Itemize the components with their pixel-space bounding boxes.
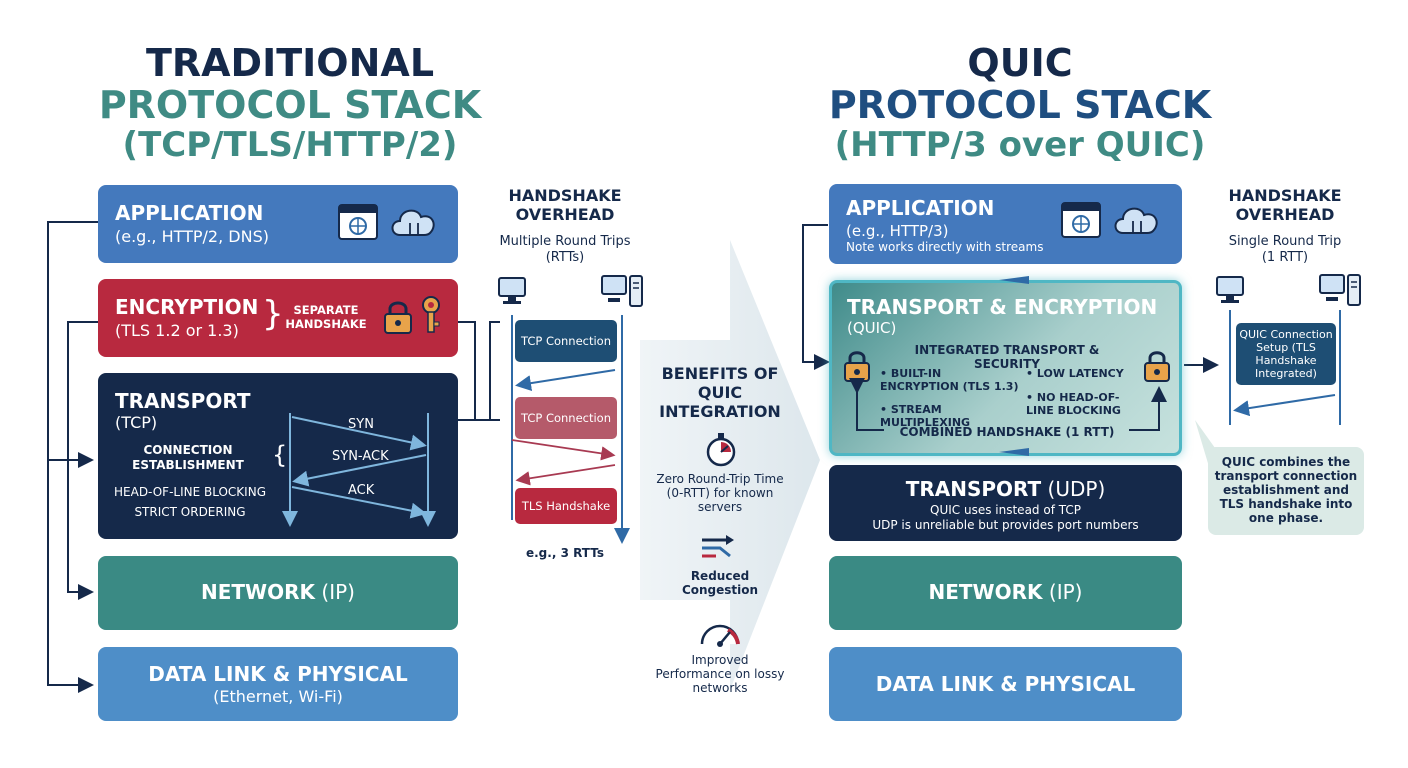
benefit-0rtt: Zero Round-Trip Time (0-RTT) for known s… bbox=[656, 472, 784, 514]
te-integrated-label: INTEGRATED TRANSPORT & SECURITY bbox=[914, 343, 1100, 371]
stopwatch-icon bbox=[706, 433, 736, 467]
left-network-layer: NETWORK (IP) bbox=[98, 556, 458, 630]
right-handshake-title: HANDSHAKE OVERHEAD bbox=[1228, 186, 1342, 224]
transport-brace-icon: { bbox=[272, 441, 288, 469]
benefits-title: BENEFITS OF QUIC INTEGRATION bbox=[659, 364, 781, 421]
right-network-layer: NETWORK (IP) bbox=[829, 556, 1182, 630]
lock-icon-right bbox=[1144, 351, 1170, 382]
right-network-title: NETWORK bbox=[928, 580, 1043, 604]
right-title-line3: (HTTP/3 over QUIC) bbox=[834, 125, 1206, 165]
lock-icon-left bbox=[844, 351, 870, 382]
left-encryption-sub: (TLS 1.2 or 1.3) bbox=[115, 321, 239, 340]
synack-label: SYN-ACK bbox=[332, 449, 389, 464]
right-datalink-layer: DATA LINK & PHYSICAL bbox=[829, 647, 1182, 721]
right-transport-line1: QUIC uses instead of TCP bbox=[930, 503, 1081, 517]
connection-establishment-label: CONNECTION ESTABLISHMENT bbox=[132, 443, 244, 472]
benefit-performance: Improved Performance on lossy networks bbox=[655, 653, 785, 695]
te-feature-latency: • LOW LATENCY bbox=[1026, 367, 1124, 380]
te-feature-multiplexing: • STREAM MULTIPLEXING bbox=[880, 403, 971, 429]
right-application-layer: APPLICATION (e.g., HTTP/3) Note works di… bbox=[829, 184, 1182, 264]
left-datalink-sub: (Ethernet, Wi-Fi) bbox=[213, 687, 343, 706]
left-title-line1: TRADITIONAL bbox=[145, 41, 435, 85]
server-computer-icon-right bbox=[1319, 274, 1361, 306]
right-network-sub: (IP) bbox=[1048, 580, 1083, 604]
central-arrow bbox=[640, 240, 820, 690]
tcp-handshake-diagram bbox=[282, 413, 436, 527]
left-encryption-title: ENCRYPTION bbox=[115, 295, 259, 319]
right-datalink-title: DATA LINK & PHYSICAL bbox=[875, 672, 1136, 696]
te-feature-encryption: • BUILT-IN ENCRYPTION (TLS 1.3) bbox=[880, 367, 1019, 393]
te-feature-hol: • NO HEAD-OF-LINE BLOCKING bbox=[1026, 391, 1121, 417]
cloud-icon bbox=[391, 209, 435, 236]
ack-label: ACK bbox=[348, 483, 375, 498]
quic-callout: QUIC combines the transport connection e… bbox=[1208, 447, 1364, 535]
separate-handshake-label: SEPARATE HANDSHAKE bbox=[285, 303, 367, 331]
left-datalink-layer: DATA LINK & PHYSICAL (Ethernet, Wi-Fi) bbox=[98, 647, 458, 721]
brace-icon: } bbox=[262, 294, 284, 334]
tls-handshake-box: TLS Handshake bbox=[515, 488, 617, 524]
speedometer-icon bbox=[700, 624, 740, 647]
right-application-sub: (e.g., HTTP/3) bbox=[846, 222, 949, 240]
left-network-title: NETWORK bbox=[201, 580, 316, 604]
lock-icon bbox=[384, 301, 412, 334]
congestion-icon bbox=[702, 535, 734, 558]
right-application-title: APPLICATION bbox=[846, 196, 995, 220]
left-network-sub: (IP) bbox=[321, 580, 355, 604]
strict-ordering-label: STRICT ORDERING bbox=[134, 505, 246, 519]
right-transport-title: TRANSPORT bbox=[905, 477, 1042, 501]
right-transport-layer: TRANSPORT (UDP) QUIC uses instead of TCP… bbox=[829, 465, 1182, 541]
client-computer-icon-right bbox=[1216, 276, 1244, 303]
browser-icon-right bbox=[1061, 202, 1101, 238]
left-application-title: APPLICATION bbox=[115, 201, 264, 225]
right-transport-sub: (UDP) bbox=[1047, 477, 1106, 501]
right-title-line1: QUIC bbox=[967, 41, 1073, 85]
quic-setup-box: QUIC Connection Setup (TLS Handshake Int… bbox=[1236, 323, 1336, 385]
syn-label: SYN bbox=[348, 417, 374, 432]
left-transport-title: TRANSPORT bbox=[115, 389, 251, 413]
te-flow-arrows bbox=[849, 276, 1167, 456]
left-handshake-title: HANDSHAKE OVERHEAD bbox=[508, 186, 622, 224]
te-sub: (QUIC) bbox=[847, 319, 897, 337]
benefit-congestion: Reduced Congestion bbox=[681, 569, 759, 597]
left-application-layer: APPLICATION (e.g., HTTP/2, DNS) bbox=[98, 185, 458, 263]
cloud-icon-right bbox=[1114, 207, 1158, 234]
left-title-line2: PROTOCOL STACK bbox=[98, 83, 482, 127]
right-transport-encryption-layer: TRANSPORT & ENCRYPTION (QUIC) INTEGRATED… bbox=[829, 276, 1182, 456]
rtt-count-label: e.g., 3 RTTs bbox=[525, 546, 604, 560]
left-datalink-title: DATA LINK & PHYSICAL bbox=[148, 662, 408, 686]
tcp-connection-box-2: TCP Connection bbox=[515, 397, 617, 439]
right-handshake-sub: Single Round Trip (1 RTT) bbox=[1228, 234, 1342, 265]
left-transport-layer: TRANSPORT (TCP) CONNECTION ESTABLISHMENT… bbox=[98, 373, 458, 539]
left-transport-sub: (TCP) bbox=[115, 413, 158, 432]
key-icon bbox=[422, 296, 440, 333]
hol-blocking-label: HEAD-OF-LINE BLOCKING bbox=[114, 485, 266, 499]
left-encryption-layer: ENCRYPTION (TLS 1.2 or 1.3) } SEPARATE H… bbox=[98, 279, 458, 357]
server-computer-icon bbox=[601, 275, 643, 307]
te-title: TRANSPORT & ENCRYPTION bbox=[847, 295, 1158, 319]
tcp-connection-box-1: TCP Connection bbox=[515, 320, 617, 362]
left-handshake-sub: Multiple Round Trips (RTTs) bbox=[499, 234, 631, 265]
te-combined-label: COMBINED HANDSHAKE (1 RTT) bbox=[899, 425, 1115, 439]
left-application-sub: (e.g., HTTP/2, DNS) bbox=[115, 227, 269, 246]
right-title-line2: PROTOCOL STACK bbox=[828, 83, 1212, 127]
left-title-line3: (TCP/TLS/HTTP/2) bbox=[122, 125, 458, 165]
right-transport-line2: UDP is unreliable but provides port numb… bbox=[872, 518, 1139, 532]
browser-icon bbox=[338, 204, 378, 240]
client-computer-icon bbox=[498, 277, 526, 304]
right-application-note: Note works directly with streams bbox=[846, 240, 1044, 254]
